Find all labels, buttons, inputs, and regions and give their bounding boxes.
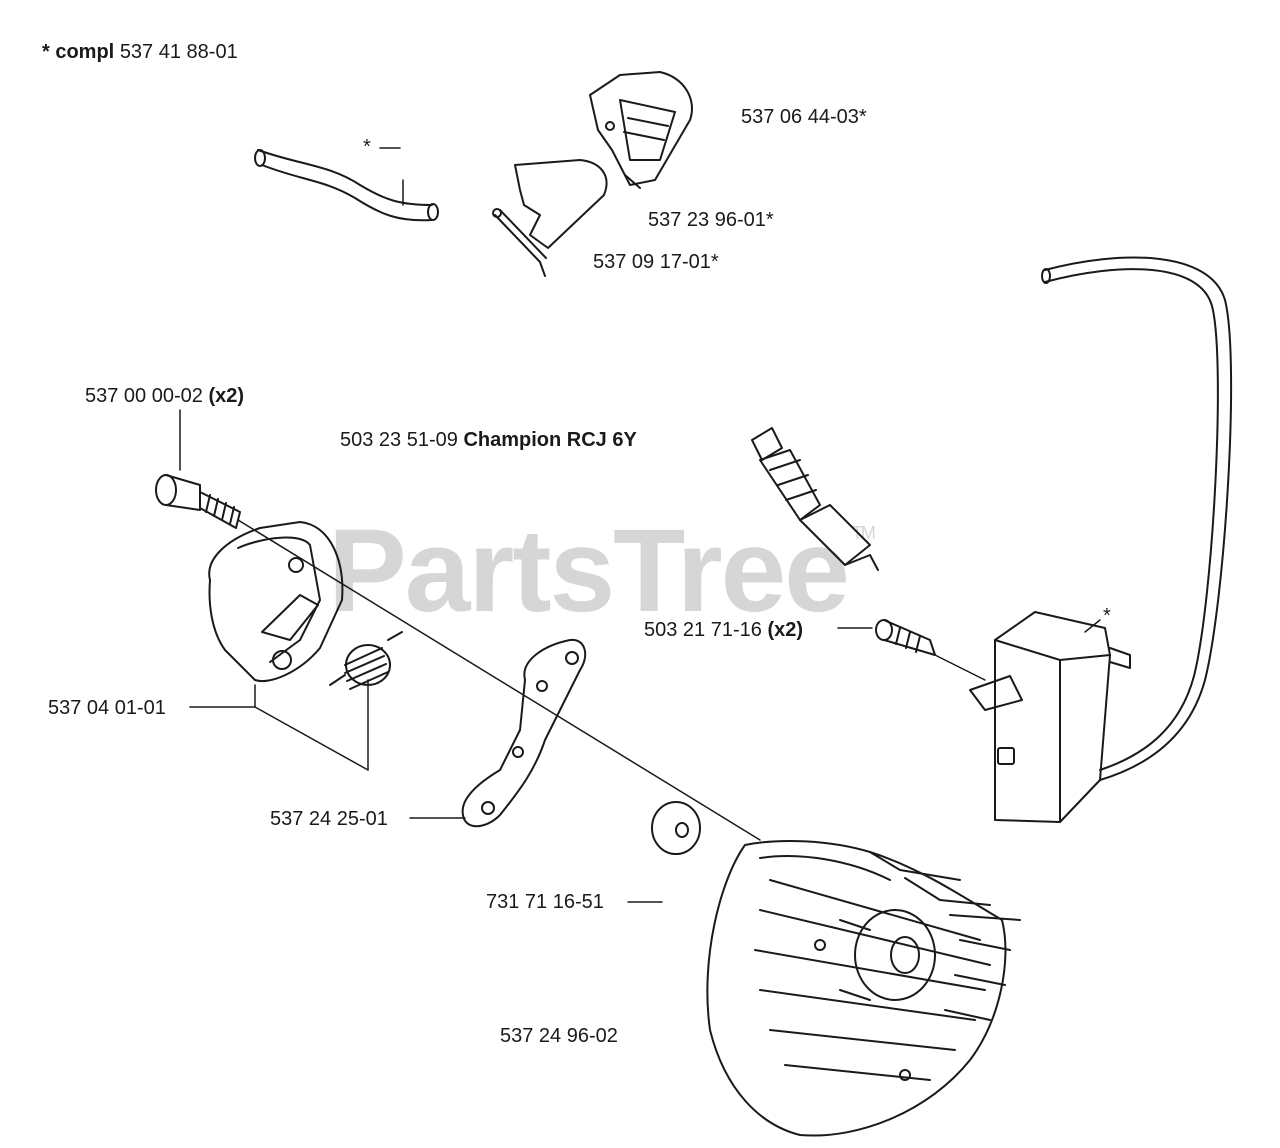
part-label-731-71-16-51[interactable]: 731 71 16-51: [486, 891, 604, 913]
plate-part: [514, 159, 608, 249]
pin-part: [492, 208, 547, 277]
ignition-coil-part: [969, 611, 1131, 823]
washer-part: [651, 801, 701, 855]
part-label-537-24-25-01[interactable]: 537 24 25-01: [270, 808, 388, 830]
flywheel-part: [706, 840, 1021, 1137]
part-number: 503 21 71-16: [644, 619, 762, 641]
screw-part: [155, 474, 241, 529]
leader-lines: [179, 147, 1101, 903]
part-qty: (x2): [208, 385, 245, 407]
fuel-hose-part: [254, 149, 439, 222]
compl-number: 537 41 88-01: [119, 41, 238, 63]
screw-small-part: [875, 619, 936, 656]
part-label-537-23-96-01[interactable]: 537 23 96-01*: [648, 209, 774, 231]
compl-prefix: * compl: [42, 41, 115, 63]
watermark-text: PartsTree: [328, 505, 850, 637]
part-qty: (x2): [767, 619, 804, 641]
part-label-503-23-51-09[interactable]: 503 23 51-09 Champion RCJ 6Y: [340, 430, 637, 450]
watermark-tm: TM: [851, 523, 876, 543]
part-number: 537 00 00-02: [85, 385, 203, 407]
part-label-537-09-17-01[interactable]: 537 09 17-01*: [593, 251, 719, 273]
part-number: 503 23 51-09: [340, 429, 458, 451]
star-marker-module: *: [1103, 605, 1111, 627]
part-label-537-00-00-02[interactable]: 537 00 00-02 (x2): [85, 386, 244, 406]
part-label-537-06-44-03[interactable]: 537 06 44-03*: [741, 106, 867, 128]
link-arm-part: [461, 638, 587, 828]
part-label-537-04-01-01[interactable]: 537 04 01-01: [48, 697, 166, 719]
spark-plug-part: [751, 427, 879, 571]
part-desc: Champion RCJ 6Y: [463, 429, 637, 451]
air-shield-part: [589, 71, 693, 189]
ht-lead-part: [1041, 256, 1233, 781]
compl-label: * compl 537 41 88-01: [42, 42, 238, 62]
part-label-537-24-96-02[interactable]: 537 24 96-02: [500, 1025, 618, 1047]
star-marker-hose: *: [363, 136, 371, 158]
ignition-module-part: [208, 521, 344, 683]
part-label-503-21-71-16[interactable]: 503 21 71-16 (x2): [644, 620, 803, 640]
spring-part: [329, 631, 403, 690]
